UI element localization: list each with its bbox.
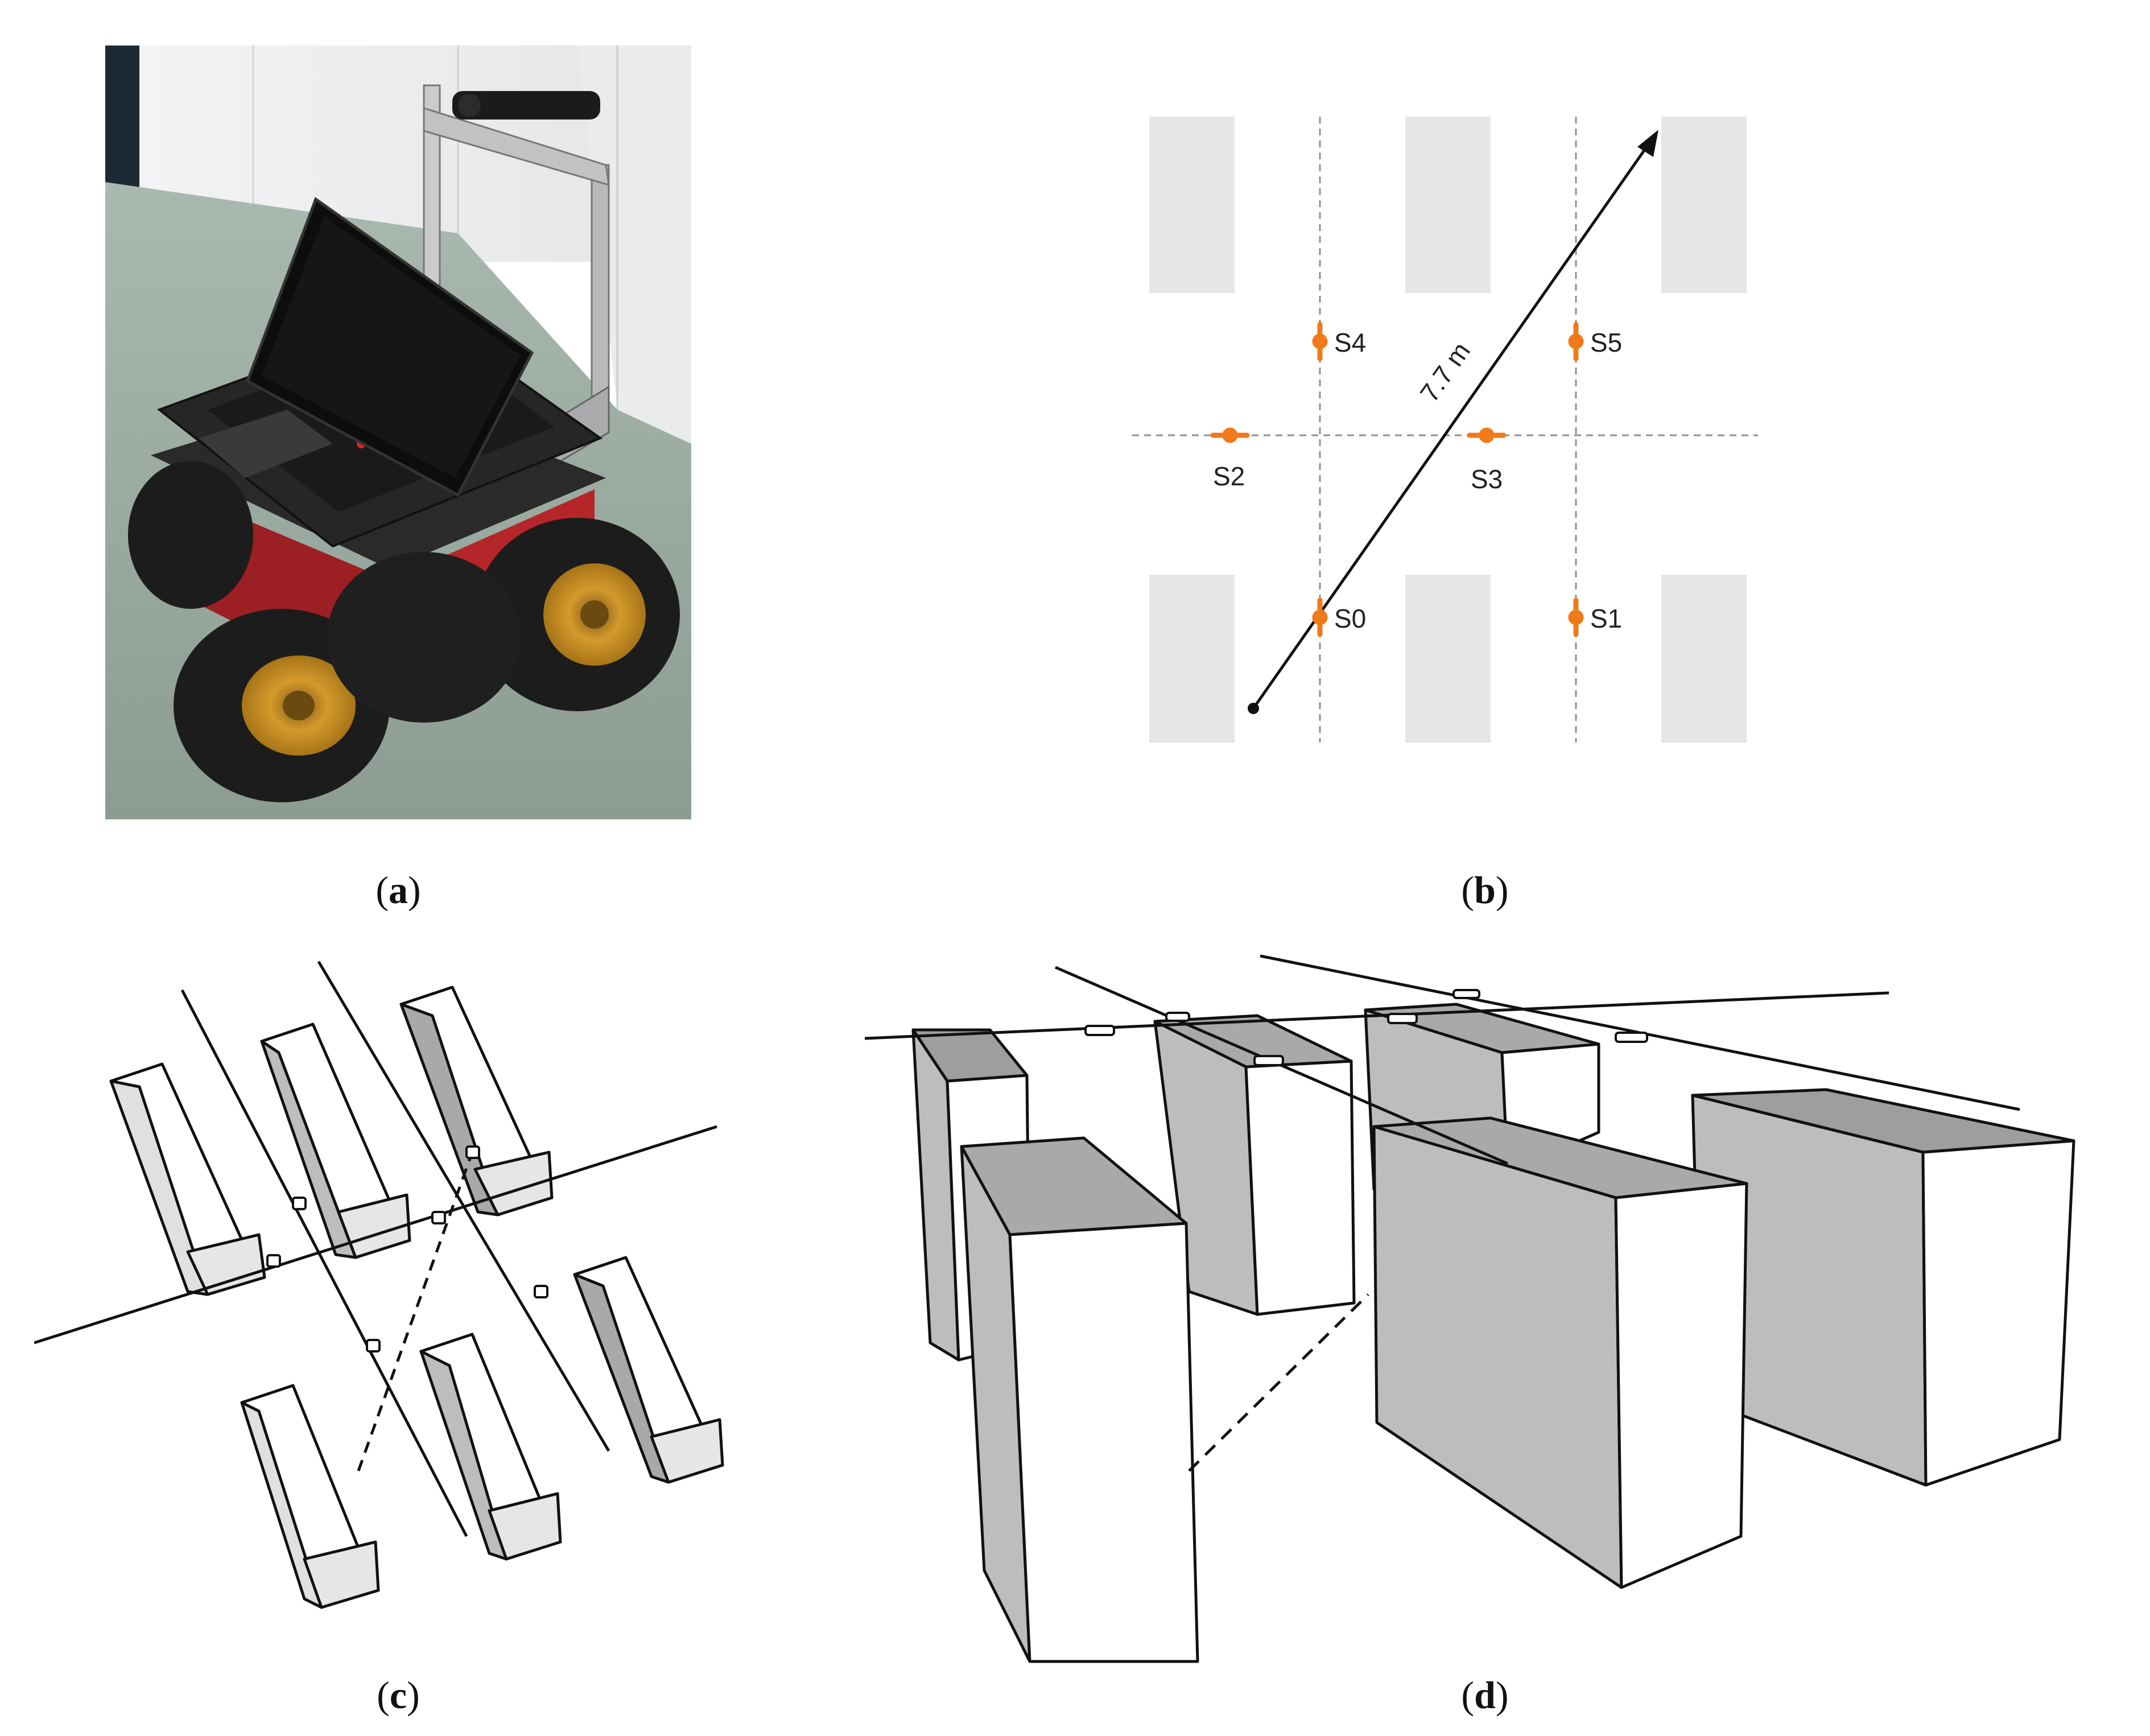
- sensor-label-s2: S2: [1213, 461, 1245, 491]
- caption-b: (b): [1461, 868, 1509, 912]
- sensor-nodes-perspective: [1084, 989, 1648, 1066]
- caption-c: (c): [377, 1673, 420, 1717]
- block-bottom-middle: [1405, 575, 1491, 743]
- sensor-s2-icon: [1210, 427, 1250, 443]
- caption-a: (a): [375, 868, 421, 912]
- box-front-right: [573, 1256, 724, 1484]
- block-top-middle: [1405, 117, 1491, 293]
- sensor-label-s5: S5: [1590, 328, 1622, 357]
- sensor-s1-icon: [1568, 597, 1584, 637]
- caption-d: (d): [1461, 1673, 1509, 1717]
- box-center-large: [1372, 1116, 1748, 1589]
- box-back-left: [109, 1062, 266, 1296]
- sensor-s4-icon: [1312, 321, 1328, 361]
- block-top-right: [1661, 117, 1747, 293]
- block-bottom-right: [1661, 575, 1747, 743]
- distance-label: 7.7 m: [1414, 337, 1476, 407]
- box-back-right: [399, 985, 554, 1217]
- obstacle-blocks: [1149, 117, 1747, 743]
- panel-b-layout-diagram: 7.7 m S0 S1 S2 S3 S4 S5: [1115, 91, 1786, 762]
- sensor-s3-icon: [1467, 427, 1507, 443]
- box-back-middle: [260, 1022, 411, 1259]
- rail-lines: [34, 960, 717, 1537]
- sensor-s0-icon: [1312, 597, 1328, 637]
- block-top-left: [1149, 117, 1235, 293]
- box-right-large: [1691, 1088, 2075, 1487]
- panel-c-isometric-view: [34, 945, 740, 1644]
- box-front-middle: [419, 1333, 562, 1561]
- sensor-label-s0: S0: [1334, 604, 1366, 633]
- panel-d-perspective-view: [859, 945, 2111, 1667]
- sensor-s5-icon: [1568, 321, 1584, 361]
- sensor-label-s4: S4: [1334, 328, 1366, 357]
- box-far-middle: [1153, 1014, 1356, 1316]
- mobile-robot-with-laptop-photo: [105, 46, 691, 819]
- block-bottom-left: [1149, 575, 1235, 743]
- sensor-label-s1: S1: [1590, 604, 1622, 633]
- sensor-label-s3: S3: [1471, 464, 1503, 494]
- box-front-left-large: [960, 1136, 1199, 1663]
- box-front-left: [240, 1384, 380, 1609]
- sensor-nodes: [266, 1145, 548, 1352]
- panel-a-photo: [105, 46, 691, 819]
